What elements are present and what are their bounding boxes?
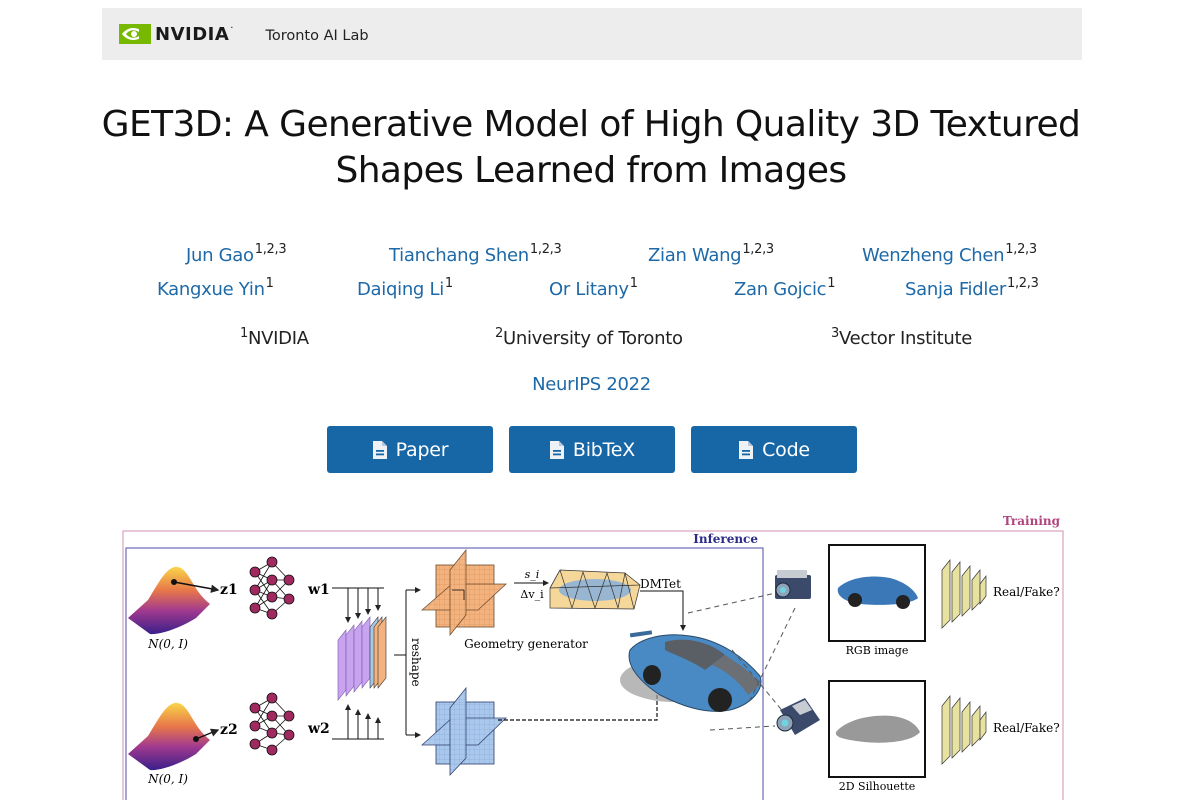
author-link[interactable]: Tianchang Shen1,2,3 xyxy=(389,242,562,266)
affiliation-number: 3 xyxy=(831,326,839,341)
training-label: Training xyxy=(1003,514,1061,528)
author-name: Daiqing Li xyxy=(357,279,444,300)
wordmark-dot: . xyxy=(230,20,234,31)
author-name: Jun Gao xyxy=(186,245,254,266)
author-affiliation-sup: 1,2,3 xyxy=(1005,242,1037,257)
title-line-1: GET3D: A Generative Model of High Qualit… xyxy=(101,104,1081,145)
rgb-image-panel: RGB image xyxy=(828,544,926,657)
svg-text:N(0, I): N(0, I) xyxy=(147,772,188,786)
mapping-network-1 xyxy=(249,556,295,620)
author-name: Zan Gojcic xyxy=(734,279,827,300)
svg-text:s_i: s_i xyxy=(525,568,540,581)
lab-name[interactable]: Toronto AI Lab xyxy=(265,27,369,44)
svg-text:Real/Fake?: Real/Fake? xyxy=(993,721,1060,735)
svg-text:z2: z2 xyxy=(220,722,238,738)
author-link[interactable]: Zian Wang1,2,3 xyxy=(648,242,774,266)
svg-text:Geometry generator: Geometry generator xyxy=(464,637,588,651)
affiliation-name: University of Toronto xyxy=(502,328,683,349)
author-affiliation-sup: 1,2,3 xyxy=(254,242,287,257)
author-name: Or Litany xyxy=(549,279,629,300)
affiliation-vector: 3Vector Institute xyxy=(831,326,972,349)
author-link[interactable]: Zan Gojcic1 xyxy=(734,276,836,300)
svg-text:RGB image: RGB image xyxy=(846,644,909,657)
camera-icon-2 xyxy=(776,698,820,735)
training-box xyxy=(122,530,1064,804)
paper-button-label: Paper xyxy=(395,438,449,461)
author-affiliation-sup: 1 xyxy=(444,276,453,291)
page-title: GET3D: A Generative Model of High Qualit… xyxy=(100,102,1082,194)
author-name: Sanja Fidler xyxy=(905,279,1006,300)
svg-text:N(0, I): N(0, I) xyxy=(147,637,188,651)
author-name: Wenzheng Chen xyxy=(862,245,1005,266)
title-line-2: Shapes Learned from Images xyxy=(335,150,847,191)
svg-text:z1: z1 xyxy=(220,582,238,598)
svg-text:2D Silhouette: 2D Silhouette xyxy=(839,780,916,793)
author-affiliation-sup: 1 xyxy=(827,276,836,291)
svg-text:w2: w2 xyxy=(307,721,330,737)
texture-triplane xyxy=(420,686,507,777)
affiliation-uoft: 2University of Toronto xyxy=(495,326,683,349)
bibtex-button-label: BibTeX xyxy=(572,438,636,461)
author-link[interactable]: Jun Gao1,2,3 xyxy=(186,242,287,266)
authors-row-2: Kangxue Yin1 Daiqing Li1 Or Litany1 Zan … xyxy=(102,276,1082,306)
code-button-label: Code xyxy=(762,438,810,461)
pipeline-diagram: Training Inference N(0, I) z1 N(0, I) z2 xyxy=(122,514,1064,804)
generated-3d-car xyxy=(620,630,762,712)
affiliation-number: 2 xyxy=(495,326,503,341)
svg-text:Δv_i: Δv_i xyxy=(520,588,544,601)
author-link[interactable]: Kangxue Yin1 xyxy=(157,276,274,300)
affiliation-number: 1 xyxy=(240,326,248,341)
author-link[interactable]: Sanja Fidler1,2,3 xyxy=(905,276,1039,300)
affiliation-name: NVIDIA xyxy=(247,328,309,349)
author-affiliation-sup: 1 xyxy=(629,276,638,291)
author-affiliation-sup: 1,2,3 xyxy=(742,242,774,257)
affiliation-name: Vector Institute xyxy=(838,328,973,349)
silhouette-panel: 2D Silhouette xyxy=(828,680,926,793)
triplane-feature-stack xyxy=(337,616,387,701)
file-icon xyxy=(549,440,564,459)
author-link[interactable]: Daiqing Li1 xyxy=(357,276,453,300)
svg-text:reshape: reshape xyxy=(409,638,423,687)
code-button[interactable]: Code xyxy=(691,426,857,473)
nvidia-wordmark: NVIDIA xyxy=(155,23,230,45)
author-affiliation-sup: 1,2,3 xyxy=(529,242,562,257)
author-name: Tianchang Shen xyxy=(389,245,529,266)
file-icon xyxy=(739,440,754,459)
gaussian-distribution-2: N(0, I) z2 xyxy=(128,702,238,786)
top-navbar: NVIDIA . Toronto AI Lab xyxy=(102,8,1082,60)
inference-box xyxy=(125,547,764,804)
author-name: Zian Wang xyxy=(648,245,742,266)
tetrahedral-grid xyxy=(549,569,641,610)
mapping-network-2 xyxy=(249,692,295,756)
inference-label: Inference xyxy=(693,532,758,546)
affiliation-nvidia: 1NVIDIA xyxy=(240,326,309,349)
bibtex-button[interactable]: BibTeX xyxy=(509,426,675,473)
camera-icon-1 xyxy=(775,570,811,599)
nvidia-logo[interactable]: NVIDIA . xyxy=(119,20,233,48)
author-link[interactable]: Or Litany1 xyxy=(549,276,638,300)
authors-row-1: Jun Gao1,2,3 Tianchang Shen1,2,3 Zian Wa… xyxy=(102,242,1082,272)
geometry-triplane xyxy=(420,548,508,637)
venue-link[interactable]: NeurIPS 2022 xyxy=(532,374,651,395)
author-link[interactable]: Wenzheng Chen1,2,3 xyxy=(862,242,1037,266)
pipeline-figure: Training Inference N(0, I) z1 N(0, I) z2 xyxy=(120,510,1068,804)
svg-text:Real/Fake?: Real/Fake? xyxy=(993,585,1060,599)
discriminator-1 xyxy=(941,559,987,629)
gaussian-distribution-1: N(0, I) z1 xyxy=(128,566,238,651)
author-name: Kangxue Yin xyxy=(157,279,265,300)
svg-text:w1: w1 xyxy=(307,582,330,598)
author-affiliation-sup: 1,2,3 xyxy=(1006,276,1039,291)
nvidia-eye-icon xyxy=(119,24,151,44)
file-icon xyxy=(372,440,387,459)
paper-button[interactable]: Paper xyxy=(327,426,493,473)
svg-text:DMTet: DMTet xyxy=(640,577,681,591)
author-affiliation-sup: 1 xyxy=(265,276,274,291)
discriminator-2 xyxy=(941,695,987,765)
